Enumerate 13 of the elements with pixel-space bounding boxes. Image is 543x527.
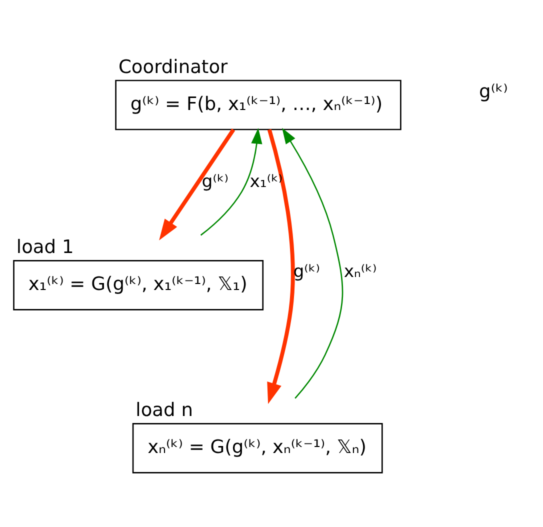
arrow [282,127,344,398]
node-box: xₙ⁽ᵏ⁾ = G(g⁽ᵏ⁾, xₙ⁽ᵏ⁻¹⁾, 𝕏ₙ) [132,422,383,473]
node-label: load n [136,399,193,420]
node-label: Coordinator [118,56,228,78]
edge-label: xₙ⁽ᵏ⁾ [344,262,377,282]
arrow [267,128,295,404]
node-label: load 1 [16,236,74,258]
arrow [200,127,262,236]
node-box: x₁⁽ᵏ⁾ = G(g⁽ᵏ⁾, x₁⁽ᵏ⁻¹⁾, 𝕏₁) [13,260,264,310]
label: g⁽ᵏ⁾ [479,80,508,102]
arrow [159,128,236,240]
node-box: g⁽ᵏ⁾ = F(b, x₁⁽ᵏ⁻¹⁾, …, xₙ⁽ᵏ⁻¹⁾) [115,79,402,130]
edge-label: g⁽ᵏ⁾ [202,172,229,192]
